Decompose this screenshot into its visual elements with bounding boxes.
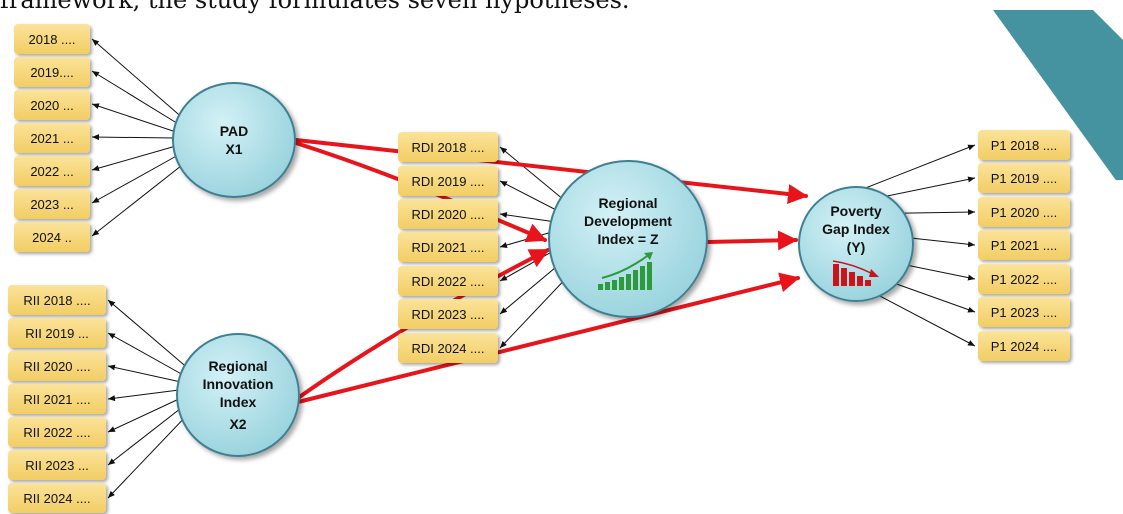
pgi-node-line1: Poverty	[830, 203, 882, 219]
rdi-node-line3: Index = Z	[597, 231, 659, 247]
rdi-node-line1: Regional	[598, 195, 658, 211]
p1-item-2021: P1 2021 ....	[978, 230, 1070, 260]
rdi-item-2019: RDI 2019 ....	[398, 166, 498, 196]
rii-node-line4: X2	[229, 416, 247, 432]
regional-development-node: Regional Development Index = Z	[548, 160, 708, 318]
growth-chart-icon	[598, 252, 653, 290]
rii-item-2018: RII 2018 ....	[8, 285, 106, 315]
decorative-teal-band	[993, 10, 1123, 180]
pad-node-line2: X1	[225, 141, 243, 157]
p1-item-2024: P1 2024 ....	[978, 331, 1070, 361]
p1-item-2019: P1 2019 ....	[978, 163, 1070, 193]
decline-chart-icon	[832, 260, 879, 286]
p1-item-2020: P1 2020 ....	[978, 197, 1070, 227]
pad-item-2023: 2023 ...	[14, 189, 90, 219]
pad-item-2018: 2018 ....	[14, 24, 90, 54]
pad-item-2022: 2022 ...	[14, 156, 90, 186]
caption-text: framework, the study formulates seven hy…	[0, 0, 630, 14]
pad-item-2021: 2021 ...	[14, 123, 90, 153]
rii-node-line2: Innovation	[202, 376, 274, 392]
pgi-node-line2: Gap Index	[822, 221, 890, 237]
rdi-item-2023: RDI 2023 ....	[398, 299, 498, 329]
pad-node-line1: PAD	[219, 123, 249, 139]
rii-item-2022: RII 2022 ....	[8, 417, 106, 447]
p1-item-2018: P1 2018 ....	[978, 130, 1070, 160]
rdi-node-line2: Development	[584, 213, 672, 229]
rii-item-2021: RII 2021 ....	[8, 384, 106, 414]
rii-item-2024: RII 2024 ....	[8, 483, 106, 513]
pad-item-2020: 2020 ...	[14, 90, 90, 120]
rdi-item-2018: RDI 2018 ....	[398, 132, 498, 162]
poverty-gap-node: Poverty Gap Index (Y)	[798, 186, 914, 302]
rii-node-line1: Regional	[208, 358, 268, 374]
rii-item-2020: RII 2020 ....	[8, 351, 106, 381]
pad-item-2019: 2019....	[14, 57, 90, 87]
pgi-node-line3: (Y)	[846, 239, 866, 255]
rdi-item-2022: RDI 2022 ....	[398, 266, 498, 296]
regional-innovation-node: Regional Innovation Index X2	[176, 333, 300, 457]
p1-item-2023: P1 2023 ....	[978, 297, 1070, 327]
rii-item-2023: RII 2023 ...	[8, 450, 106, 480]
pad-item-2024: 2024 ..	[14, 222, 90, 252]
rii-node-line3: Index	[219, 394, 257, 410]
rdi-item-2021: RDI 2021 ....	[398, 232, 498, 262]
p1-item-2022: P1 2022 ....	[978, 264, 1070, 294]
rii-item-2019: RII 2019 ...	[8, 318, 106, 348]
rdi-item-2024: RDI 2024 ....	[398, 333, 498, 363]
pad-node: PAD X1	[172, 82, 296, 198]
rdi-item-2020: RDI 2020 ....	[398, 199, 498, 229]
